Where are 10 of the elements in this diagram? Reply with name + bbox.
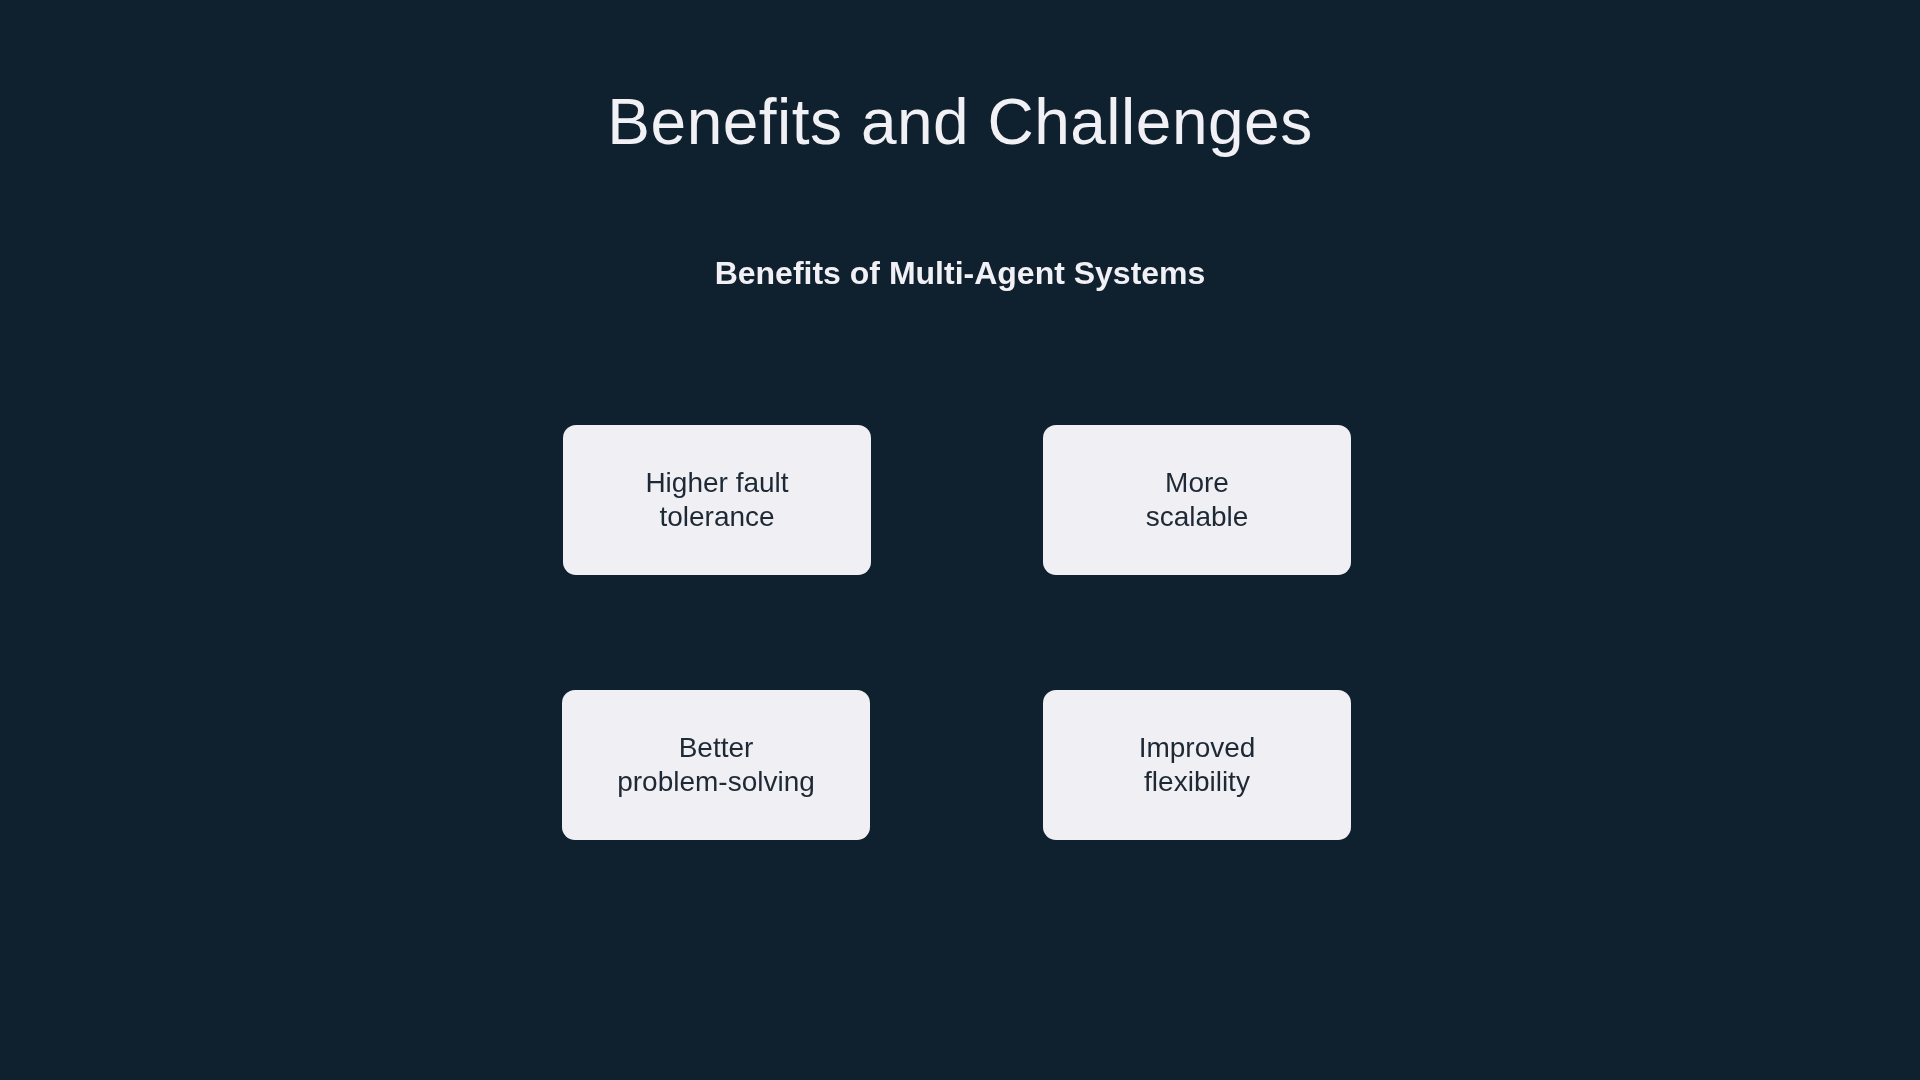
benefit-card bbox=[562, 690, 870, 840]
benefit-card bbox=[1043, 690, 1351, 840]
card-text: Better problem-solving bbox=[616, 731, 816, 799]
benefit-card bbox=[1043, 425, 1351, 575]
card-text: More scalable bbox=[1144, 466, 1250, 534]
card-text: Improved flexibility bbox=[1137, 731, 1257, 799]
benefit-card bbox=[563, 425, 871, 575]
section-heading: Benefits of Multi-Agent Systems bbox=[714, 255, 1206, 291]
card-text: Higher fault tolerance bbox=[644, 466, 790, 534]
slide-title: Benefits and Challenges bbox=[607, 86, 1313, 158]
